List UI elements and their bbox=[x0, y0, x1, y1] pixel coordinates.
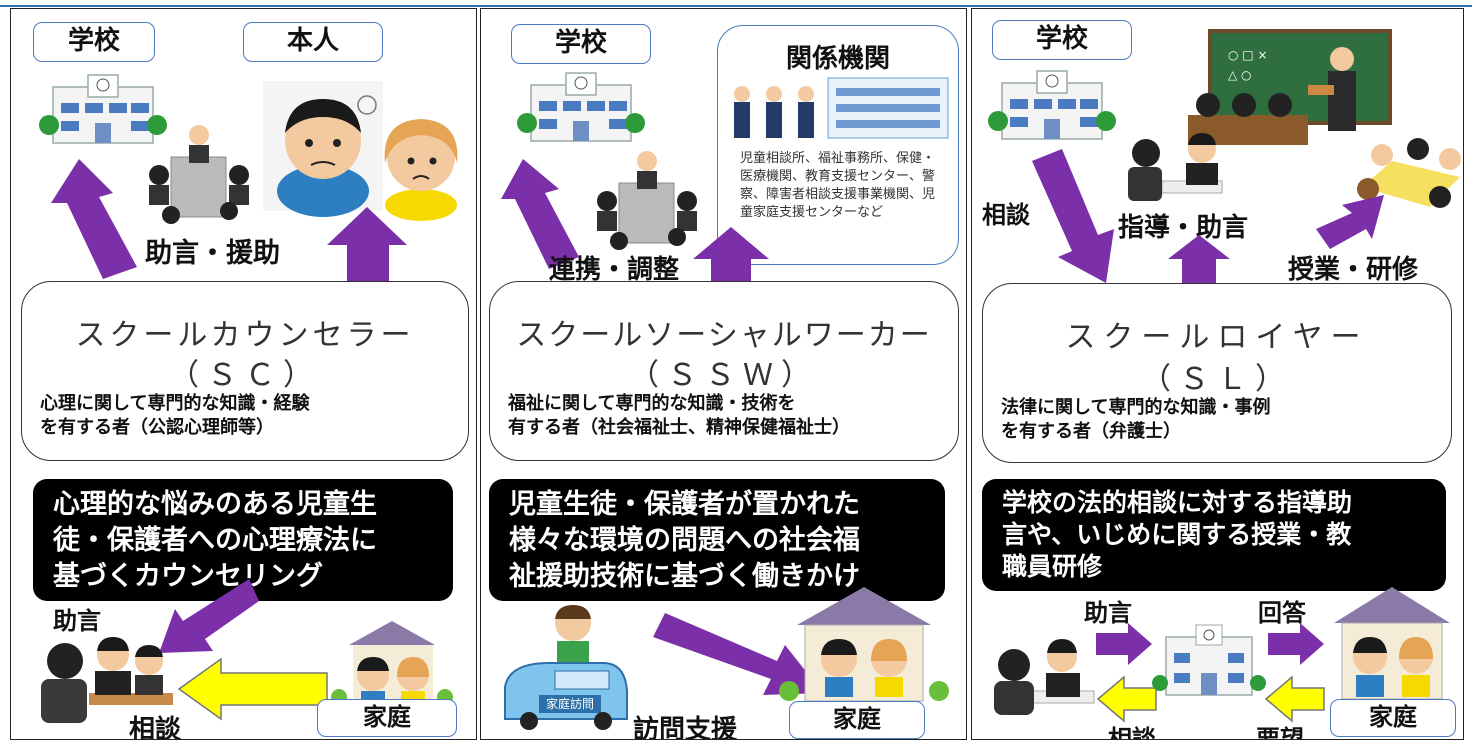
panel-school-social-worker: 学校 関係機関 児童相談所、福祉事務所、保健・医療機関、教育支援センター、警察、… bbox=[480, 8, 967, 740]
self-label-box: 本人 bbox=[243, 22, 383, 62]
role-desc-sl: 法律に関して専門的な知識・事例 を有する者（弁護士） bbox=[1001, 397, 1271, 442]
top-border-line bbox=[0, 5, 1472, 7]
panel-school-counselor: 学校 本人 助言 bbox=[10, 8, 477, 740]
svg-text:○ □ ×: ○ □ × bbox=[1228, 48, 1268, 62]
duty-box-ssw: 児童生徒・保護者が置かれた 様々な環境の問題への社会福 祉援助技術に基づく働きか… bbox=[489, 479, 945, 601]
role-desc-ssw: 福祉に関して専門的な知識・技術を 有する者（社会福祉士、精神保健福祉士） bbox=[508, 393, 850, 438]
panel-school-lawyer: 学校 ○ □ × △ ○ 相談 指導・助言 bbox=[971, 8, 1464, 740]
social-worker-icon bbox=[555, 605, 591, 665]
role-desc-sc: 心理に関して専門的な知識・経験 を有する者（公認心理師等） bbox=[40, 393, 310, 438]
arrow-up-to-school bbox=[51, 159, 137, 279]
role-box-ssw: スクールソーシャルワーカー （ＳＳＷ） 福祉に関して専門的な知識・技術を 有する… bbox=[489, 281, 959, 461]
meeting-people-icon bbox=[149, 125, 249, 224]
school-building-icon bbox=[988, 70, 1116, 140]
home-family-icon bbox=[1334, 587, 1450, 700]
arrow-right-answer bbox=[1268, 623, 1324, 665]
school-building-icon bbox=[39, 74, 167, 144]
agency-staff-building-icon bbox=[734, 77, 949, 139]
role-box-sl: スクールロイヤー （ＳＬ） 法律に関して専門的な知識・事例 を有する者（弁護士） bbox=[982, 283, 1452, 463]
role-name-sl: スクールロイヤー bbox=[1065, 320, 1369, 355]
arrow-left-request bbox=[1264, 675, 1325, 723]
role-abbr-sc: （ＳＣ） bbox=[169, 358, 321, 393]
school-label-box: 学校 bbox=[992, 20, 1132, 60]
home-family-icon bbox=[779, 587, 949, 702]
consult-label: 相談 bbox=[129, 715, 182, 740]
school-label-box: 学校 bbox=[33, 22, 155, 62]
arrow-down-visit bbox=[653, 613, 823, 695]
arrow-up-guidance bbox=[1168, 235, 1230, 283]
arrow-up-to-student bbox=[327, 207, 407, 281]
arrow-up-classes bbox=[1316, 195, 1384, 249]
car-sign-text: 家庭訪問 bbox=[545, 697, 594, 711]
home-family-icon bbox=[331, 621, 453, 705]
counseling-scene-icon bbox=[41, 637, 173, 723]
answer-label: 回答 bbox=[1258, 599, 1306, 627]
role-name-sc: スクールカウンセラー bbox=[75, 318, 415, 353]
coordination-label: 連携・調整 bbox=[549, 255, 680, 285]
arrow-down-consult bbox=[1032, 149, 1114, 283]
classes-training-label: 授業・研修 bbox=[1288, 255, 1419, 285]
school-building-small-icon bbox=[1152, 624, 1266, 696]
arrow-up-to-agencies bbox=[693, 227, 769, 287]
training-group-icon bbox=[1357, 138, 1461, 208]
arrow-right-advice bbox=[1096, 623, 1152, 665]
guidance-meeting-icon bbox=[1128, 133, 1223, 201]
school-label-box: 学校 bbox=[511, 24, 651, 64]
arrow-down-to-counseling bbox=[159, 579, 259, 653]
guidance-label: 指導・助言 bbox=[1118, 213, 1249, 243]
consult-bottom-label: 相談 bbox=[1108, 725, 1156, 740]
duty-box-sl: 学校の法的相談に対する指導助 言や、いじめに関する授業・教 職員研修 bbox=[982, 479, 1446, 591]
role-abbr-sl: （ＳＬ） bbox=[1141, 362, 1293, 397]
advice-label: 助言 bbox=[1084, 599, 1132, 627]
arrow-left-consult bbox=[1096, 675, 1157, 723]
home-visit-car-icon bbox=[504, 662, 628, 730]
related-agencies-title: 関係機関 bbox=[785, 44, 890, 74]
classroom-lecture-icon: ○ □ × △ ○ bbox=[1188, 29, 1392, 145]
home-label-box: 家庭 bbox=[317, 699, 457, 737]
advice-label: 助言 bbox=[53, 607, 101, 635]
role-box-sc: スクールカウンセラー （ＳＣ） 心理に関して専門的な知識・経験 を有する者（公認… bbox=[21, 281, 469, 461]
consult-top-label: 相談 bbox=[982, 201, 1030, 229]
arrow-up-to-school bbox=[501, 159, 579, 269]
advice-support-label: 助言・援助 bbox=[145, 238, 280, 269]
home-label-box: 家庭 bbox=[789, 701, 925, 739]
duty-box-sc: 心理的な悩みのある児童生 徒・保護者への心理療法に 基づくカウンセリング bbox=[33, 479, 453, 601]
arrow-left-consult bbox=[177, 657, 328, 721]
lawyer-consult-icon bbox=[994, 639, 1095, 715]
student-boy-icon bbox=[263, 81, 383, 217]
role-abbr-ssw: （ＳＳＷ） bbox=[629, 358, 819, 393]
visit-support-label: 訪問支援 bbox=[633, 715, 738, 740]
related-agencies-list: 児童相談所、福祉事務所、保健・医療機関、教育支援センター、警察、障害者相談支援事… bbox=[740, 151, 936, 220]
school-building-icon bbox=[517, 72, 645, 142]
related-agencies-box: 関係機関 児童相談所、福祉事務所、保健・医療機関、教育支援センター、警察、障害者… bbox=[717, 25, 959, 265]
meeting-people-icon bbox=[597, 151, 697, 250]
home-label-box: 家庭 bbox=[1330, 699, 1456, 737]
role-name-ssw: スクールソーシャルワーカー bbox=[516, 318, 932, 353]
student-girl-icon bbox=[384, 119, 458, 221]
svg-text:△ ○: △ ○ bbox=[1228, 68, 1252, 82]
request-label: 要望 bbox=[1256, 725, 1304, 740]
